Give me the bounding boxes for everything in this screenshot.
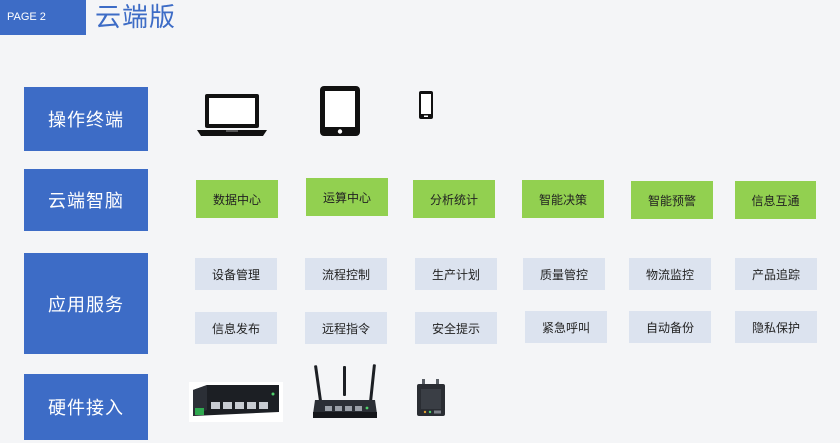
module-computing-center: 运算中心: [306, 178, 388, 216]
service-quality-control: 质量管控: [523, 258, 605, 290]
page-tag: PAGE 2: [0, 0, 86, 35]
service-auto-backup: 自动备份: [629, 311, 711, 343]
service-logistics-monitor: 物流监控: [629, 258, 711, 290]
service-privacy-protection: 隐私保护: [735, 311, 817, 343]
network-switch-icon: [189, 382, 283, 422]
service-production-plan: 生产计划: [415, 258, 497, 290]
tablet-icon: [319, 85, 361, 137]
service-device-management: 设备管理: [195, 258, 277, 290]
row-label-cloud-brain: 云端智脑: [24, 169, 148, 231]
module-analytics: 分析统计: [413, 180, 495, 218]
service-safety-alert: 安全提示: [415, 312, 497, 344]
module-data-center: 数据中心: [196, 180, 278, 218]
row-label-app-services: 应用服务: [24, 253, 148, 354]
row-label-terminals: 操作终端: [24, 87, 148, 151]
laptop-icon: [196, 92, 268, 138]
service-process-control: 流程控制: [305, 258, 387, 290]
page-title: 云端版: [95, 3, 177, 33]
module-smart-decision: 智能决策: [522, 180, 604, 218]
phone-icon: [418, 90, 434, 120]
service-emergency-call: 紧急呼叫: [525, 311, 607, 343]
row-label-hardware: 硬件接入: [24, 374, 148, 440]
service-info-publish: 信息发布: [195, 312, 277, 344]
service-product-tracking: 产品追踪: [735, 258, 817, 290]
module-info-exchange: 信息互通: [735, 181, 816, 219]
module-smart-warning: 智能预警: [631, 181, 713, 219]
iot-gateway-icon: [416, 379, 446, 417]
wireless-router-icon: [311, 364, 379, 420]
service-remote-command: 远程指令: [305, 312, 387, 344]
